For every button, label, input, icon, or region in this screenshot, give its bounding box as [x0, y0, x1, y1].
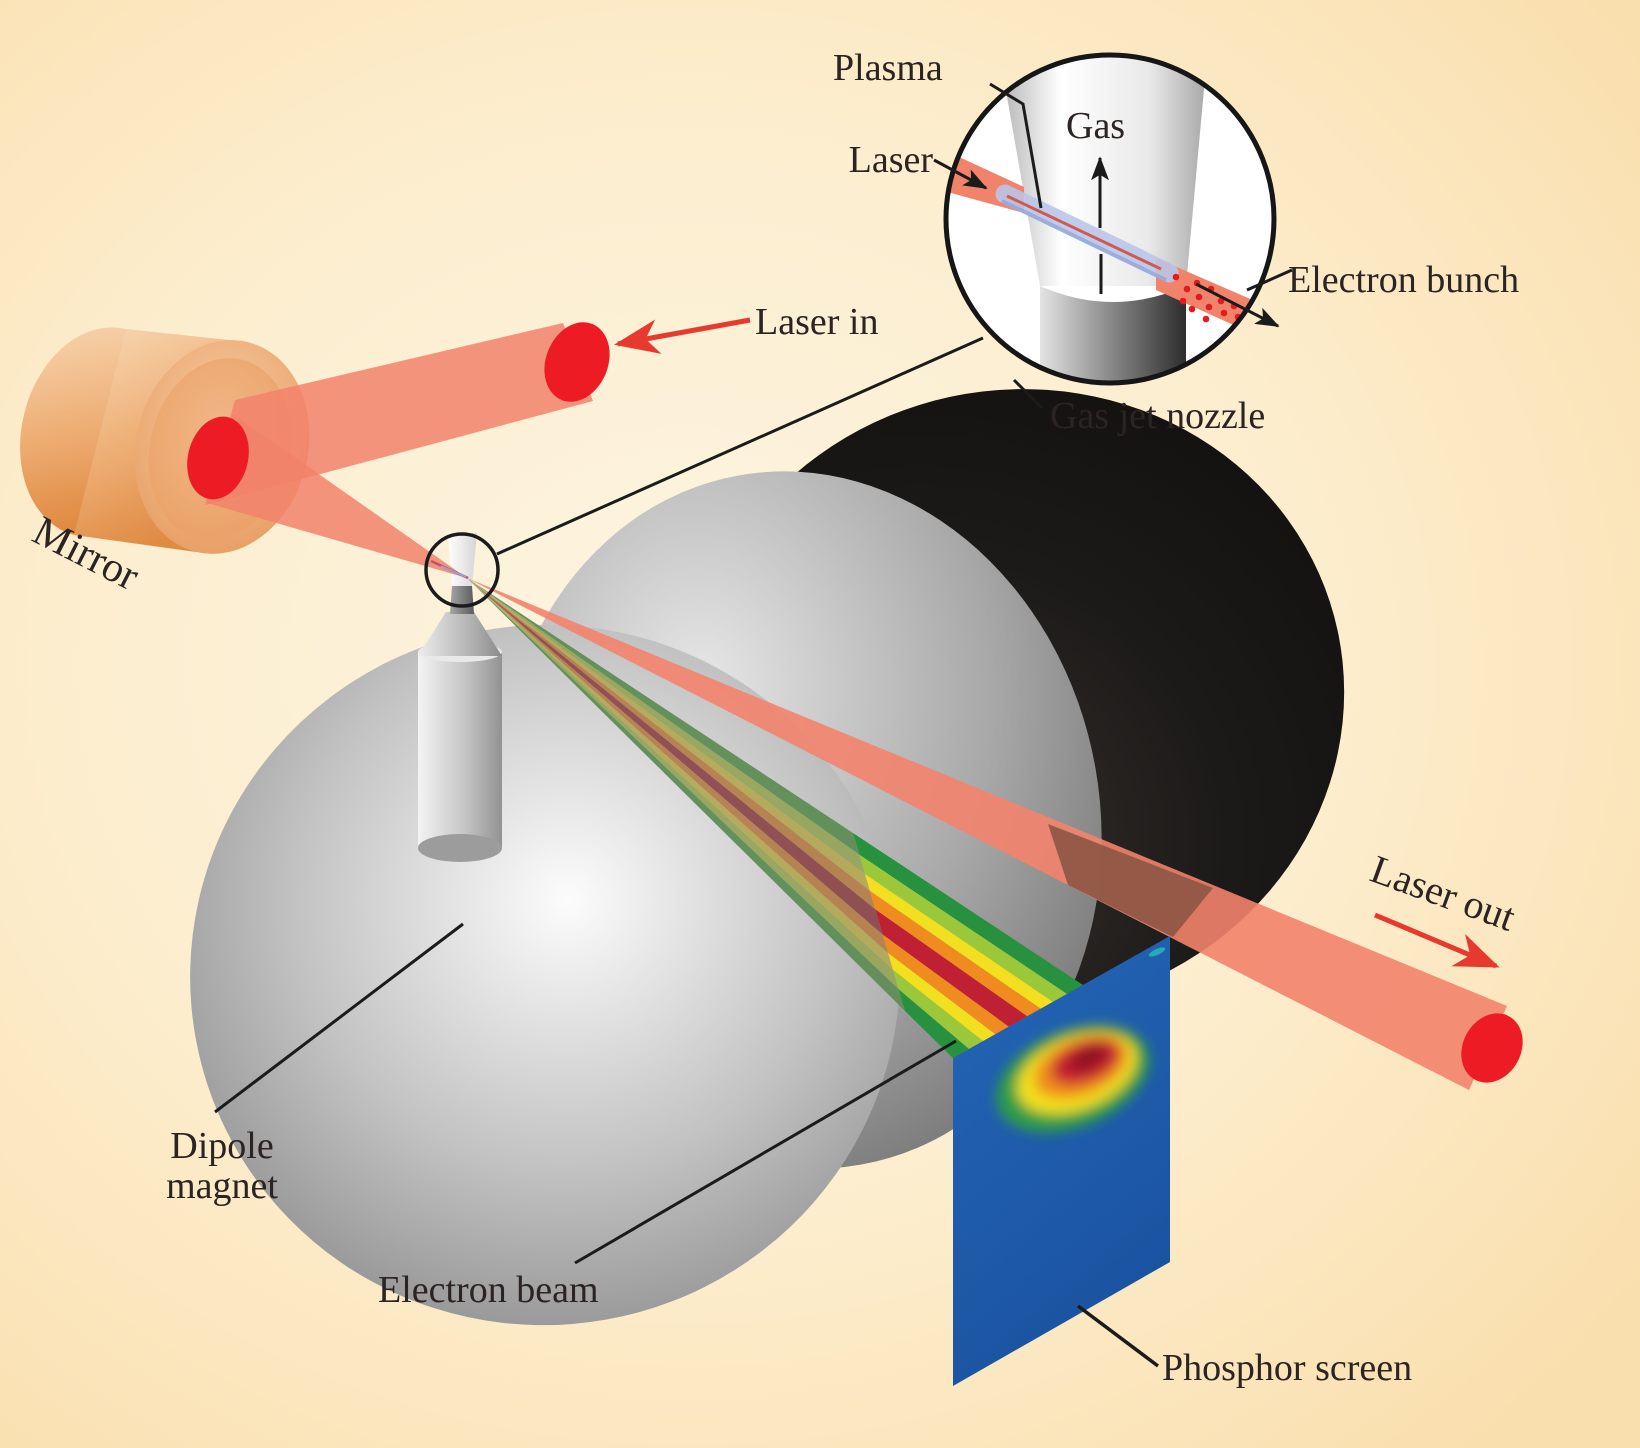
electron-dot — [1188, 305, 1196, 313]
label-plasma: Plasma — [833, 47, 943, 89]
screen-cyan-speck — [1148, 947, 1166, 957]
inset-annotations — [933, 82, 1293, 328]
electron-dot — [1220, 309, 1228, 317]
fan-stripe-bright — [893, 969, 983, 1049]
label-dipole-magnet-line1: Dipole — [170, 1125, 273, 1167]
fan-stripe-bright — [869, 890, 1041, 1017]
nozzle-tip — [448, 533, 477, 586]
plasma-pointer — [989, 82, 1043, 209]
electron-bunch-pointer — [1246, 268, 1293, 292]
pointer-lines — [214, 336, 1160, 1368]
laser-spot-on-mirror — [187, 416, 249, 500]
laser-in-focus-cone — [207, 414, 467, 578]
fan-stripe-bright — [865, 874, 1053, 1009]
label-dipole-magnet-line2: magnet — [166, 1165, 278, 1207]
nozzle-tip-shadow — [450, 586, 474, 614]
label-gas-jet-nozzle: Gas jet nozzle — [1050, 395, 1265, 437]
dipole-magnet-pointer — [214, 922, 464, 1114]
fan-stripe-muted — [467, 578, 876, 910]
laser-out-beam — [467, 578, 1523, 1090]
laser-in-arrow — [614, 317, 751, 354]
laser-out-band — [467, 578, 1507, 1090]
fan-stripe-muted — [467, 578, 899, 990]
electron-dot — [1205, 303, 1213, 311]
fan-stripe-bright — [882, 934, 1009, 1035]
laser-out-end-cap — [1461, 1013, 1523, 1083]
laser-label-arrow — [933, 158, 988, 190]
electron-dot — [1195, 293, 1203, 301]
electron-spot-heatmap — [996, 1024, 1150, 1133]
fan-stripe-bright — [888, 953, 996, 1042]
label-laser-in: Laser in — [755, 301, 878, 343]
gas-jet-nozzle-pointer — [1012, 378, 1044, 410]
laser-in-beam — [187, 322, 610, 578]
fan-stripe-bright — [859, 854, 1068, 1002]
spot-core-dark — [1070, 1046, 1107, 1070]
gas-jet-nozzle-assembly — [418, 533, 502, 862]
fan-stripe-bright — [898, 989, 969, 1058]
nozzle-cone — [418, 612, 502, 656]
phosphor-screen — [953, 936, 1170, 1386]
laser-out-arrow — [1374, 912, 1500, 969]
inset-connector-line — [496, 336, 984, 556]
fan-stripe-bright — [853, 833, 1083, 994]
fan-stripe-muted — [467, 578, 860, 855]
label-gas: Gas — [1066, 105, 1125, 147]
inset-ring — [943, 52, 1277, 386]
label-electron-bunch: Electron bunch — [1288, 259, 1519, 301]
inset-nozzle-mouth — [1040, 286, 1186, 381]
label-laser: Laser — [849, 139, 934, 181]
electron-dot — [1202, 315, 1210, 323]
nozzle-column — [418, 652, 502, 848]
electron-beam-pointer — [574, 1039, 957, 1265]
label-electron-beam: Electron beam — [378, 1269, 599, 1311]
mini-plasma-blue-line — [440, 565, 467, 578]
electron-bunch-arrow — [1195, 282, 1280, 328]
electron-beam-fan-through-magnet — [467, 578, 905, 1011]
electron-dot — [1172, 273, 1180, 281]
nozzle-column-bottom — [418, 834, 502, 862]
electron-dot — [1183, 285, 1191, 293]
nozzle-zoom-ring — [424, 532, 500, 608]
fan-stripe-muted — [467, 578, 905, 1011]
inset-plasma-tube-shade — [1001, 199, 1167, 282]
fan-stripe-muted — [467, 578, 883, 935]
electron-dot — [1179, 297, 1187, 305]
electron-dot — [1217, 297, 1225, 305]
zoom-ring-circle — [424, 532, 500, 608]
nozzle-inset — [933, 52, 1293, 386]
laser-in-band — [205, 323, 593, 505]
label-phosphor-screen: Phosphor screen — [1162, 1347, 1412, 1389]
laser-in-end-cap — [544, 322, 610, 402]
fan-stripe-bright — [875, 909, 1028, 1027]
inset-laser-core — [1006, 194, 1162, 271]
laser-out-over-black — [1048, 824, 1213, 937]
electron-beam-fan-dispersed — [853, 833, 1083, 1058]
phosphor-screen-pointer — [1076, 1304, 1160, 1368]
